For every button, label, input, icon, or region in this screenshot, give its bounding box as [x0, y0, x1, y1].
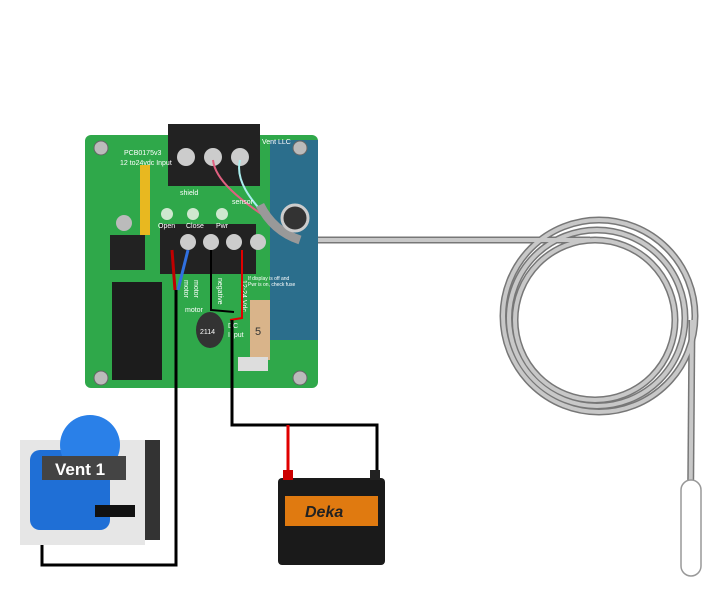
motor-label-vent-1: Vent 1: [55, 460, 105, 479]
battery-brand: Deka: [305, 504, 343, 521]
board-input-rating: 12 to24vdc Input: [120, 160, 172, 167]
vent-motor: Vent 1: [20, 415, 160, 545]
wires: [40, 249, 379, 567]
label-sensor: sensor: [232, 199, 254, 206]
terminal-motor-1: motor: [182, 280, 189, 299]
led-open-label: Open: [158, 223, 175, 230]
battery: Deka: [278, 470, 385, 565]
terminal-vdc: 12-24 Vdc: [240, 280, 247, 312]
terminal-negative: negative: [216, 278, 223, 305]
dc-input-label-2: Input: [228, 332, 244, 339]
terminal-motor-2: motor: [192, 280, 199, 299]
chip-label: 2114: [200, 329, 215, 336]
fuse-note: If display is off and Pwr is on, check f…: [248, 276, 296, 288]
label-shield: shield: [180, 190, 198, 197]
led-pwr-label: Pwr: [216, 223, 229, 230]
board-model: PCB0175v3: [124, 150, 161, 157]
temperature-probe: [680, 479, 702, 577]
board-maker: Vent LLC: [262, 139, 291, 146]
fuse-value: 5: [255, 326, 261, 338]
led-close-label: Close: [186, 223, 204, 230]
motor-label: motor: [185, 307, 204, 314]
controller-board: PCB0175v3 12 to24vdc Input Vent LLC shie…: [85, 124, 318, 388]
